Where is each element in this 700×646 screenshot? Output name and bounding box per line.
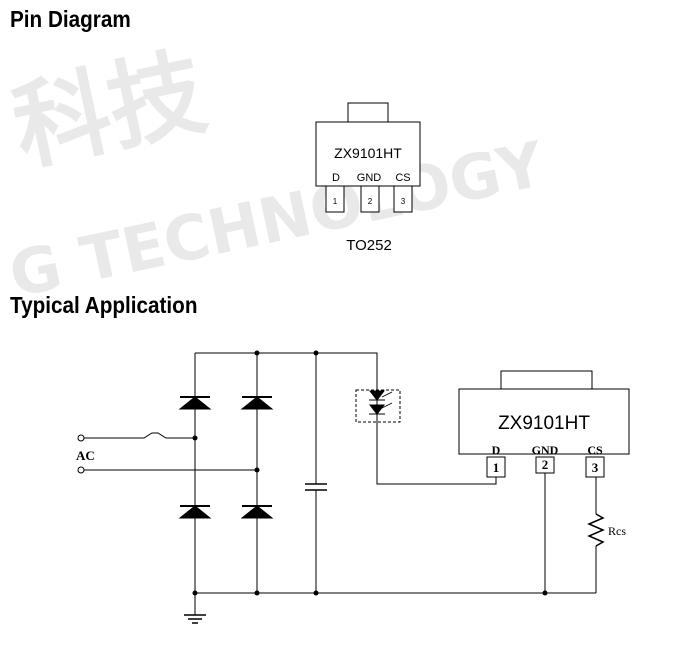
app-pin-name-3: CS (587, 443, 603, 457)
led-2 (368, 404, 386, 415)
app-pin-1-box (486, 456, 506, 478)
diode-bottom-left (178, 505, 212, 519)
app-pin-number-2: 2 (542, 457, 549, 472)
ac-input-wire-top (84, 432, 195, 439)
pin-diagram-pin-number-2: 2 (368, 197, 373, 206)
package-label: TO252 (346, 237, 392, 254)
application-circuit (77, 352, 630, 624)
watermark-text-top: 科技 (4, 36, 215, 185)
watermark: 科技 G TECHNOLOGY (3, 36, 551, 312)
diode-top-right (240, 396, 274, 410)
bridge-diodes (178, 390, 386, 519)
led-dashed-box (355, 389, 401, 423)
rcs-label: Rcs (608, 524, 626, 538)
pin-diagram-pin-number-3: 3 (401, 197, 406, 206)
ac-label: AC (76, 448, 95, 463)
typical-application-heading: Typical Application (10, 292, 198, 318)
pin-diagram (315, 102, 421, 213)
ac-terminal-bottom (77, 466, 85, 474)
junction-dots (192, 350, 548, 596)
diode-top-left (178, 396, 212, 410)
pin-diagram-pin-name-2: GND (357, 172, 382, 184)
app-pin-3-box (585, 456, 605, 478)
led-1 (368, 390, 386, 401)
app-chip-tab (500, 370, 593, 390)
pin-diagram-chip-name: ZX9101HT (334, 145, 402, 161)
led-arrow-1 (381, 391, 393, 398)
app-chip-body (458, 388, 630, 455)
top-bus-wire (195, 352, 497, 485)
pin-diagram-heading: Pin Diagram (10, 6, 131, 32)
app-chip-name: ZX9101HT (498, 413, 590, 434)
pin-diagram-pin-number-1: 1 (333, 197, 338, 206)
app-pin-number-3: 3 (592, 460, 599, 475)
app-pin-name-1: D (492, 443, 501, 457)
pin-1-lead (325, 185, 345, 213)
app-pin-name-2: GND (532, 443, 559, 457)
pin-diagram-pin-name-3: CS (395, 172, 410, 184)
pin-2-lead (360, 185, 380, 213)
package-tab (347, 102, 389, 123)
pin-diagram-pin-name-1: D (332, 172, 340, 184)
ac-terminal-top (77, 434, 85, 442)
diode-bottom-right (240, 505, 274, 519)
rcs-resistor (587, 513, 605, 547)
pin-3-lead (393, 185, 413, 213)
app-pin-number-1: 1 (493, 460, 500, 475)
led-arrow-2 (381, 402, 393, 409)
